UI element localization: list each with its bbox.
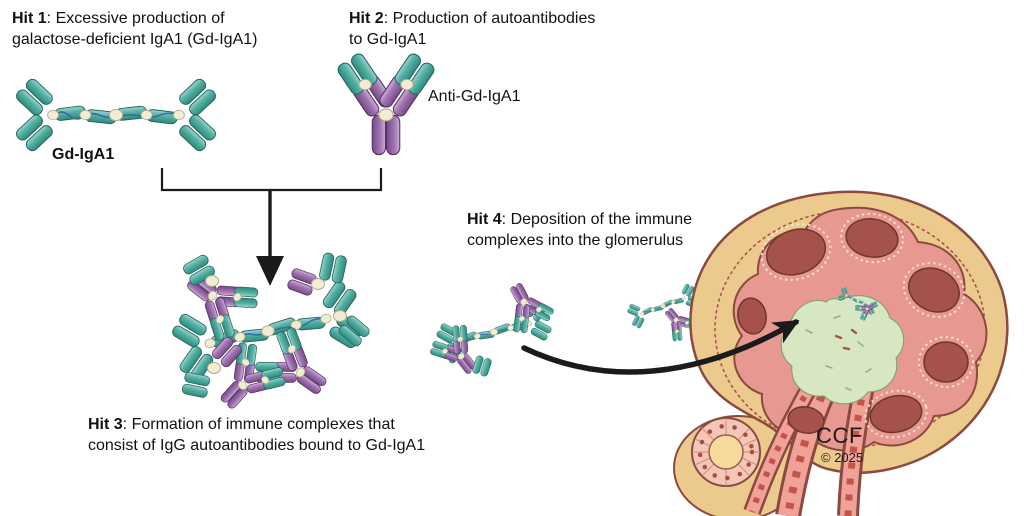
hit1-line1: Hit 1: Excessive production of: [12, 10, 225, 27]
hit3-line2: consist of IgG autoantibodies bound to G…: [88, 437, 426, 455]
immune-complex-small: [425, 274, 558, 385]
mesangium: [780, 295, 905, 405]
hit3-line1: Hit 3: Formation of immune complexes tha…: [88, 416, 395, 433]
capillary-lobules: [737, 218, 969, 434]
anti-gd-iga1-antibody: [336, 52, 437, 155]
deposit-specks: [834, 328, 858, 351]
merge-bracket: [160, 168, 383, 192]
podocyte-dot-rings: [760, 212, 975, 439]
hit2-caption: Hit 2: Production of autoantibodies to G…: [349, 8, 595, 50]
hit4-caption: Hit 4: Deposition of the immune complexe…: [467, 209, 692, 251]
anti-gd-iga1-label: Anti-Gd-IgA1: [428, 88, 521, 105]
tubule-cross-section: [691, 417, 761, 487]
attribution-org: CCF: [816, 423, 864, 448]
gd-iga1-molecule: [14, 77, 218, 153]
attribution-copyright: © 2025: [821, 450, 864, 465]
hit4-line1: Hit 4: Deposition of the immune: [467, 211, 692, 228]
hit1-caption: Hit 1: Excessive production of galactose…: [12, 8, 257, 50]
curved-right-arrow-icon: [521, 319, 800, 375]
glomerulus-illustration: [673, 190, 1009, 516]
down-arrow-icon: [256, 190, 284, 286]
hit1-line2: galactose-deficient IgA1 (Gd-IgA1): [12, 31, 258, 49]
hit2-line1: Hit 2: Production of autoantibodies: [349, 10, 596, 27]
hit2-line2: to Gd-IgA1: [349, 31, 427, 49]
mesangial-cell-marks: [805, 315, 872, 391]
hit4-line2: complexes into the glomerulus: [467, 232, 684, 250]
hit3-caption: Hit 3: Formation of immune complexes tha…: [88, 414, 425, 456]
gd-iga1-label: Gd-IgA1: [52, 146, 115, 163]
